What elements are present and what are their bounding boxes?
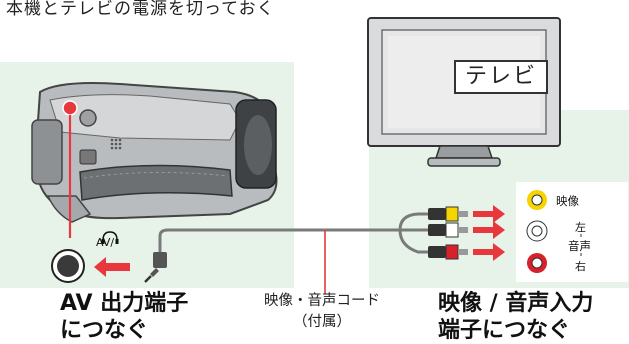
tv-input-label-line1: 映像 / 音声入力 bbox=[438, 291, 594, 316]
camera-connection-label: AV 出力端子 につなぐ bbox=[60, 290, 188, 344]
arrow-audio-right-icon bbox=[473, 243, 505, 261]
camcorder-illustration bbox=[31, 82, 278, 238]
jack-label-video: 映像 bbox=[556, 194, 579, 208]
rca-plug-yellow bbox=[428, 206, 468, 222]
headphone-icon bbox=[102, 231, 118, 241]
camera-label-line2: につなぐ bbox=[60, 318, 149, 343]
jack-label-right: 右 bbox=[575, 260, 586, 273]
cord-label-line1: 映像・音声コード bbox=[264, 293, 380, 309]
av-port-symbol: AV/ bbox=[96, 236, 115, 249]
av-cord bbox=[158, 212, 428, 255]
cord-label: 映像・音声コード （付属） bbox=[232, 291, 412, 333]
tv-screen-label: テレビ bbox=[454, 60, 548, 94]
instruction-text: 本機とテレビの電源を切っておく bbox=[6, 0, 275, 19]
tv-input-label-line2: 端子につなぐ bbox=[438, 318, 571, 343]
av-port-highlight bbox=[62, 100, 78, 116]
camera-label-line1: AV 出力端子 bbox=[60, 291, 189, 316]
mini-plug bbox=[144, 252, 167, 283]
tv-input-label: 映像 / 音声入力 端子につなぐ bbox=[438, 290, 593, 344]
arrow-video-icon bbox=[473, 205, 505, 223]
jack-label-audio: 音声 bbox=[568, 239, 591, 253]
av-output-jack bbox=[57, 255, 79, 277]
rca-plug-white bbox=[428, 222, 468, 238]
jack-label-left: 左 bbox=[575, 221, 586, 234]
cord-label-line2: （付属） bbox=[293, 314, 351, 330]
camera-arrow-icon bbox=[94, 257, 130, 277]
arrow-audio-left-icon bbox=[473, 221, 505, 239]
rca-plug-red bbox=[428, 244, 468, 260]
